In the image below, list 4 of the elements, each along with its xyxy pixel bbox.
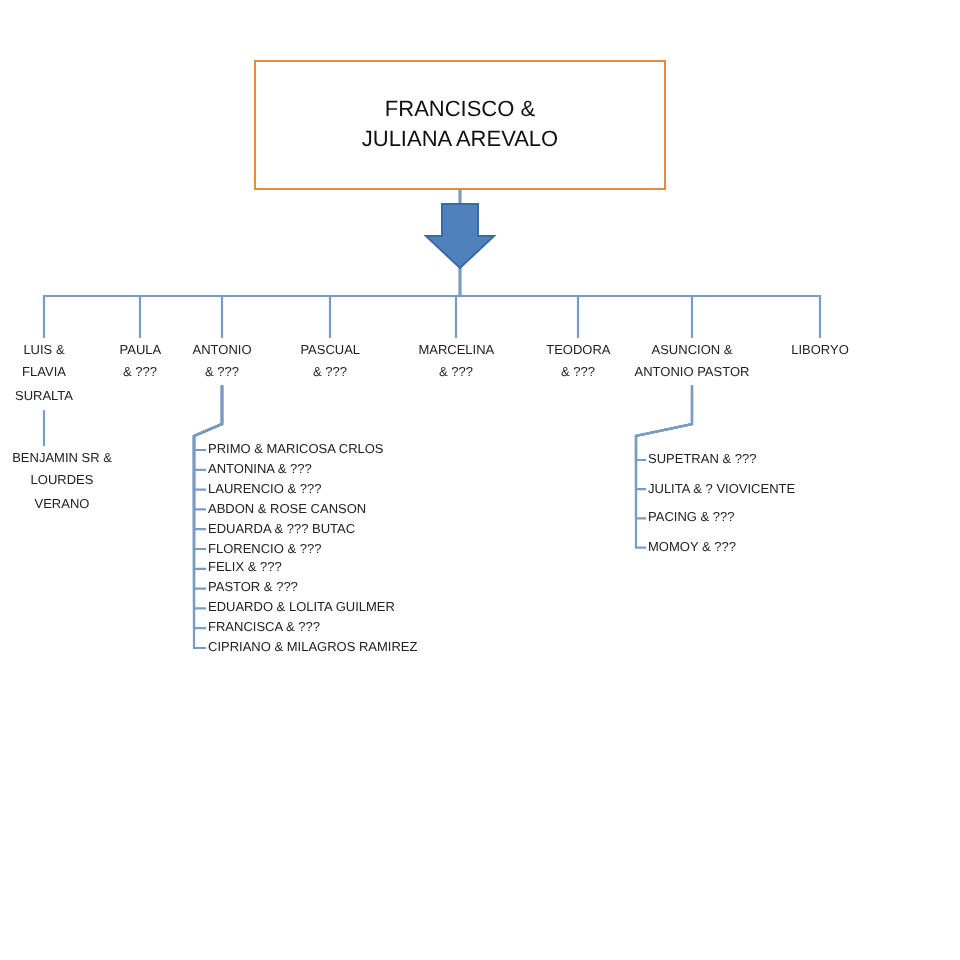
couple-name: FRANCISCO & JULIANA AREVALO bbox=[361, 97, 559, 151]
connector-line bbox=[42, 410, 46, 446]
connector-line bbox=[634, 385, 694, 549]
title-box bbox=[254, 60, 666, 190]
